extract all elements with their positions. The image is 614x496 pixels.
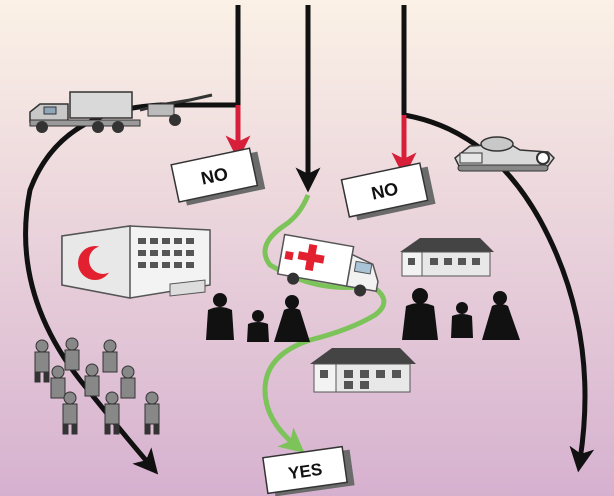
civilians-icon	[402, 288, 520, 340]
humanitarian-path-arrow	[262, 194, 387, 454]
soldiers-icon	[34, 337, 160, 435]
bottom-sign-text: YES	[287, 460, 323, 484]
civilians-icon	[206, 293, 310, 342]
tank-icon	[454, 136, 555, 172]
house-icon	[310, 348, 416, 393]
house-icon	[400, 238, 494, 277]
bottom-yes-sign: YES	[262, 445, 355, 496]
ambulance-icon	[276, 233, 379, 297]
left-no-sign: NO	[170, 147, 266, 206]
hospital-icon	[61, 225, 211, 299]
right-no-sign: NO	[340, 162, 436, 221]
right-route-curve-arrow	[403, 112, 595, 473]
military-truck-icon	[29, 91, 213, 133]
